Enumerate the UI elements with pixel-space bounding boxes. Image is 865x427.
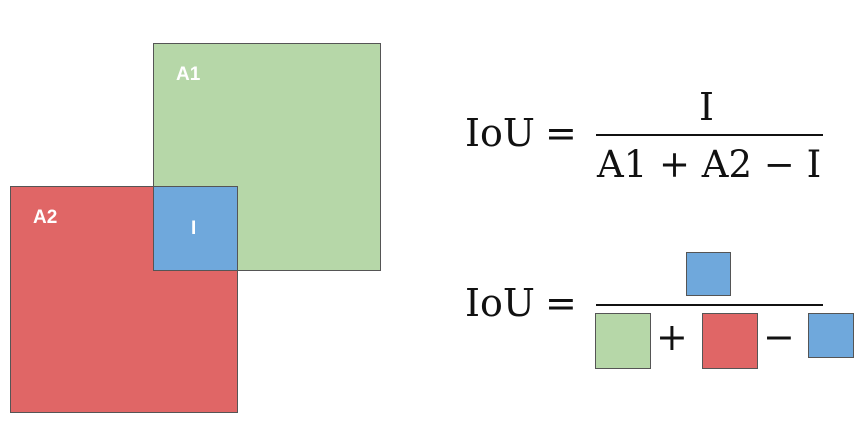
formula-text-numerator: I: [699, 85, 715, 129]
formula-visual-minus: −: [763, 315, 795, 359]
formula-visual-intersection-swatch: [808, 313, 854, 358]
box-intersection: I: [153, 186, 238, 271]
box-intersection-label: I: [191, 218, 197, 239]
formula-visual-lhs: IoU: [465, 281, 535, 325]
formula-text-fraction-bar: [596, 134, 823, 136]
formula-text-lhs: IoU: [465, 111, 535, 155]
formula-visual-a2-swatch: [702, 313, 758, 369]
formula-text-equals: =: [545, 111, 577, 155]
formula-text-denominator: A1 + A2 − I: [597, 143, 822, 186]
box-a1-label: A1: [176, 64, 201, 85]
box-a2-label: A2: [33, 207, 58, 228]
formula-visual-a1-swatch: [595, 313, 651, 369]
formula-visual-fraction-bar: [596, 304, 823, 306]
formula-visual-equals: =: [545, 281, 577, 325]
formula-visual-numerator-swatch: [686, 252, 731, 296]
formula-visual-plus: +: [656, 315, 688, 359]
